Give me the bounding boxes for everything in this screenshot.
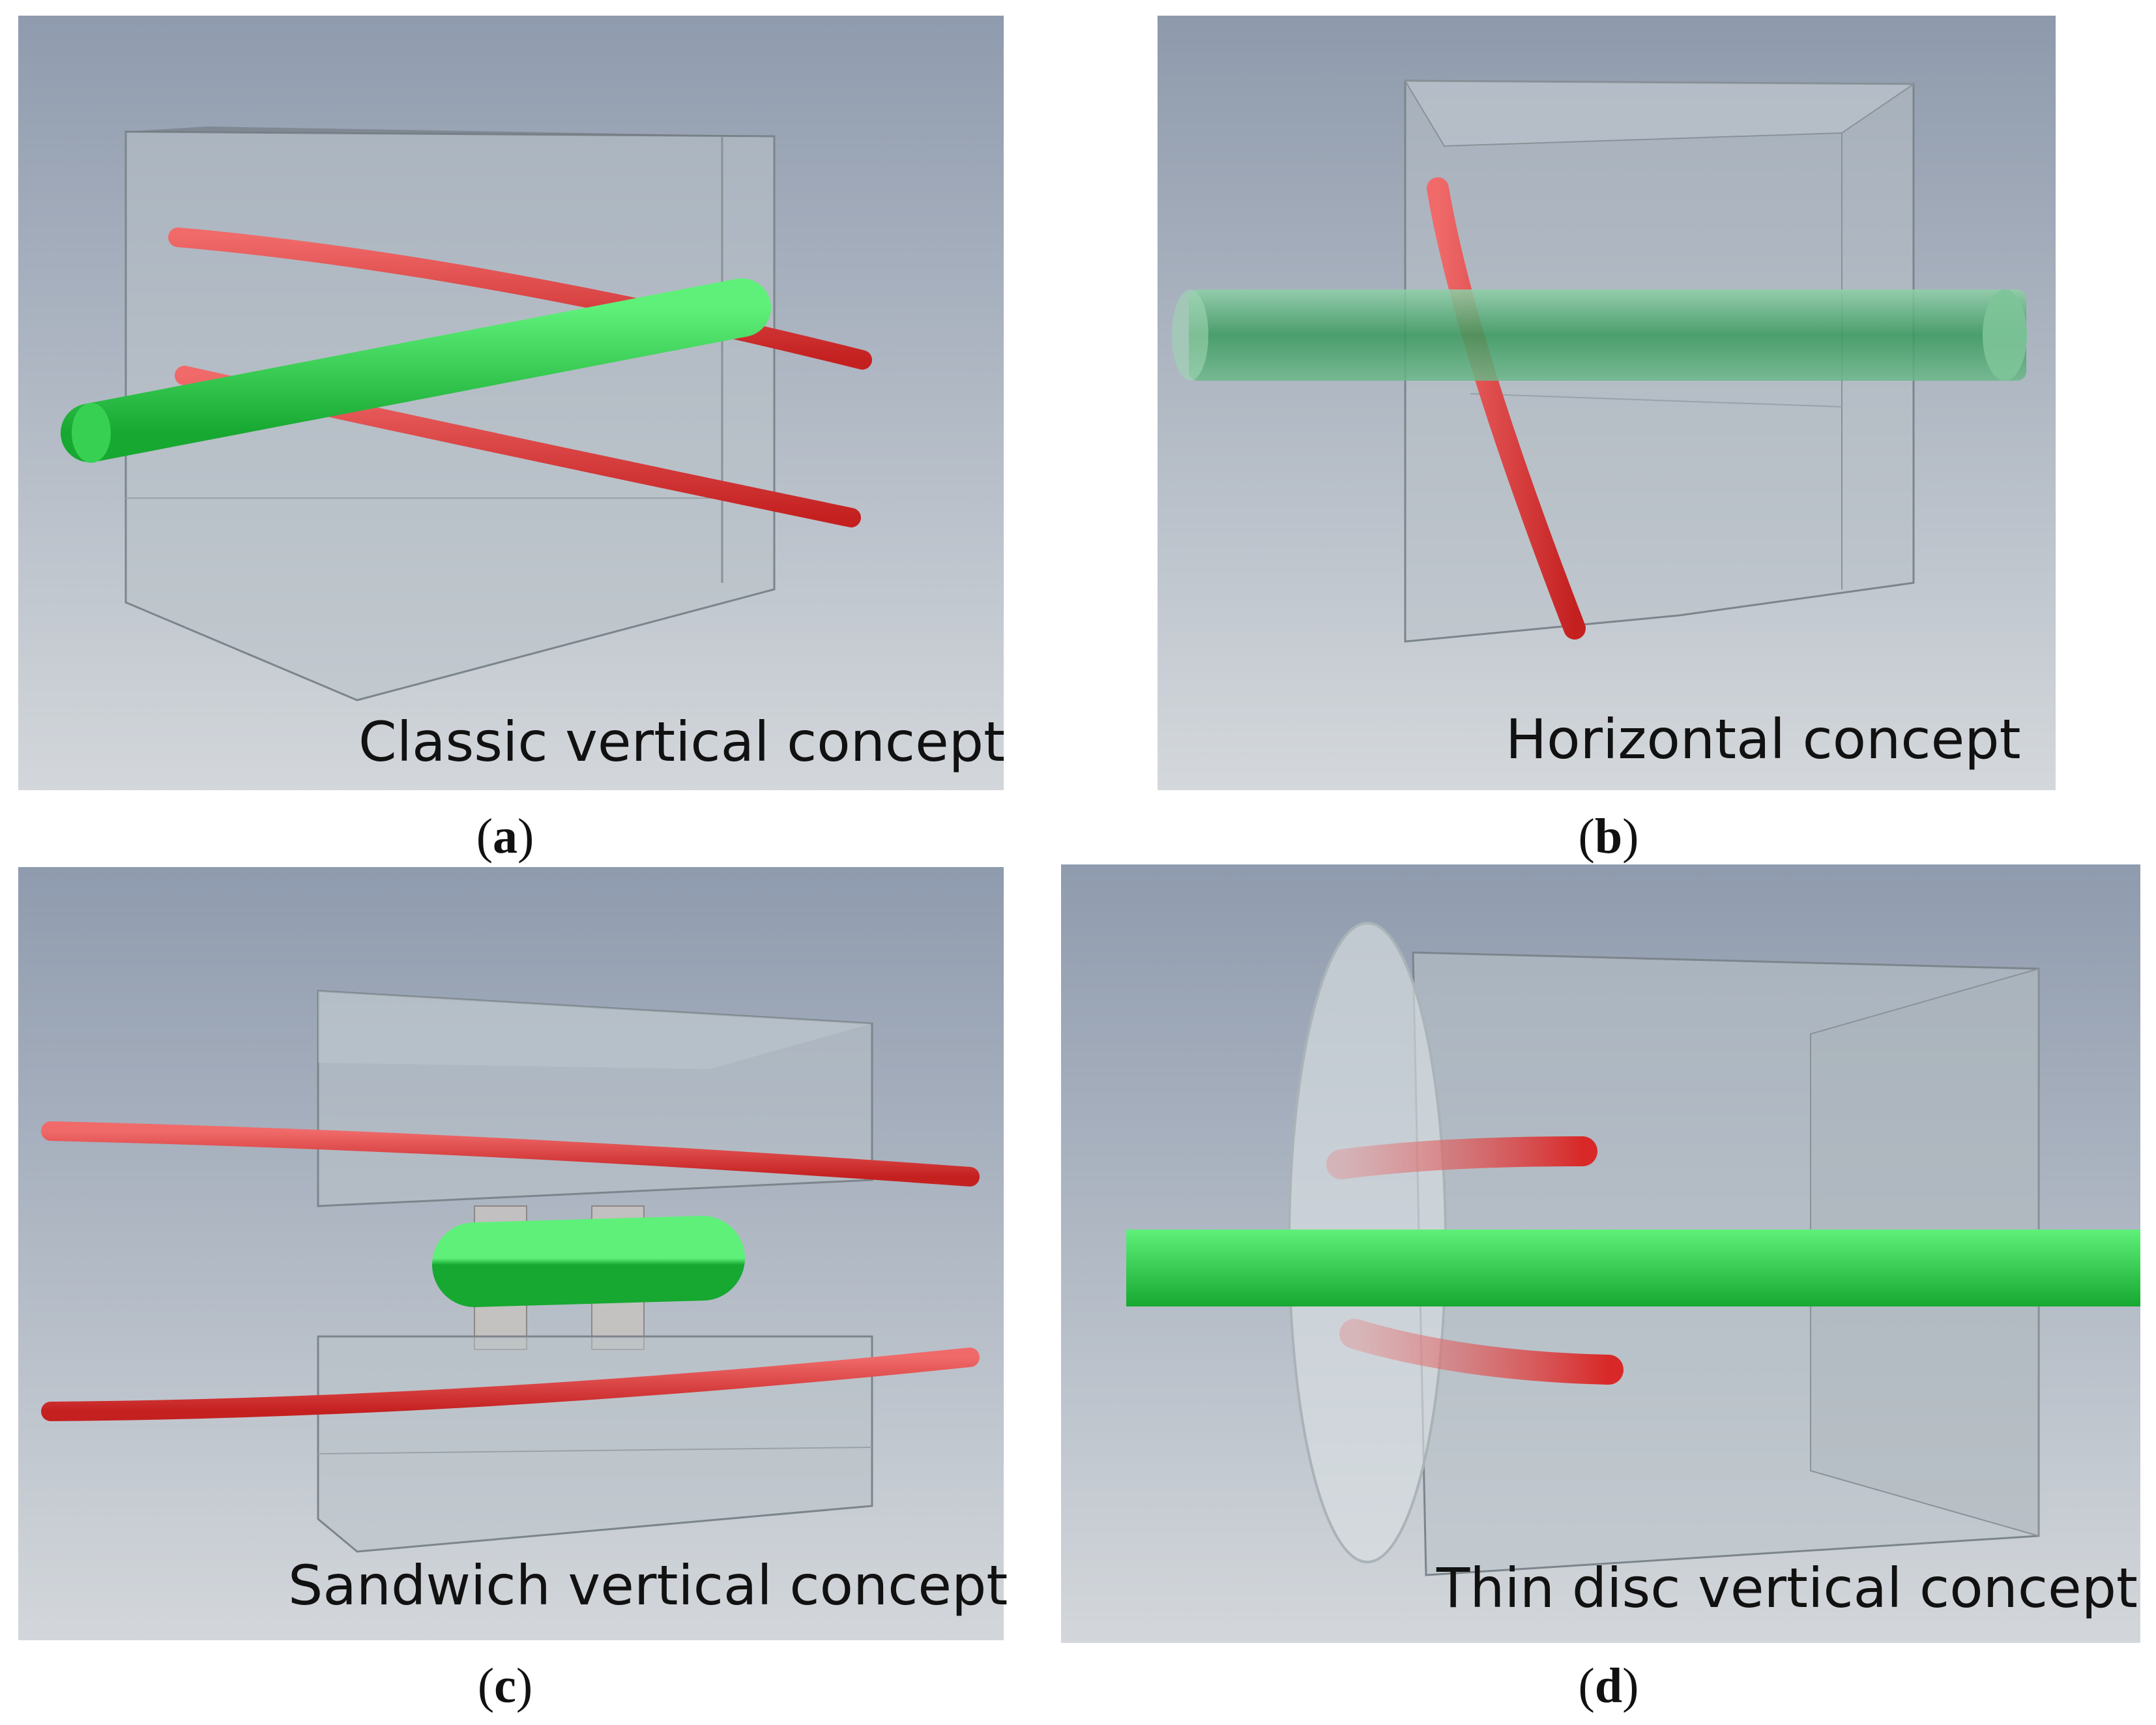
- green-tube: [1189, 289, 2026, 381]
- red-rod-lower: [1339, 1319, 1624, 1385]
- caption-d: Thin disc vertical concept: [1436, 1556, 2138, 1620]
- panel-c: Sandwich vertical concept: [18, 867, 1008, 1640]
- panel-a: Classic vertical concept: [18, 16, 1006, 790]
- green-tube-end: [1983, 289, 2027, 381]
- green-rod: [61, 278, 771, 462]
- classic-vertical-render: [18, 16, 1004, 790]
- green-rod: [1126, 1230, 2140, 1306]
- thin-disc-vertical-render: [1061, 864, 2140, 1643]
- red-rod-lower: [41, 1348, 980, 1421]
- label-d: (d): [1578, 1659, 1639, 1713]
- sandwich-vertical-render: [18, 867, 1004, 1640]
- horizontal-render: [1158, 16, 2056, 790]
- green-rod: [432, 1216, 745, 1307]
- caption-b: Horizontal concept: [1506, 707, 2021, 771]
- label-c: (c): [477, 1659, 533, 1713]
- panel-d: Thin disc vertical concept: [1061, 864, 2140, 1643]
- caption-a: Classic vertical concept: [358, 710, 1006, 774]
- caption-c: Sandwich vertical concept: [288, 1554, 1008, 1617]
- panel-b: Horizontal concept: [1158, 16, 2056, 790]
- label-b: (b): [1578, 809, 1639, 864]
- label-a: (a): [476, 809, 534, 864]
- red-rod-upper: [1326, 1136, 1597, 1179]
- box-top-edge: [126, 126, 774, 136]
- red-rod-upper: [41, 1121, 980, 1187]
- green-rod-end: [72, 403, 111, 463]
